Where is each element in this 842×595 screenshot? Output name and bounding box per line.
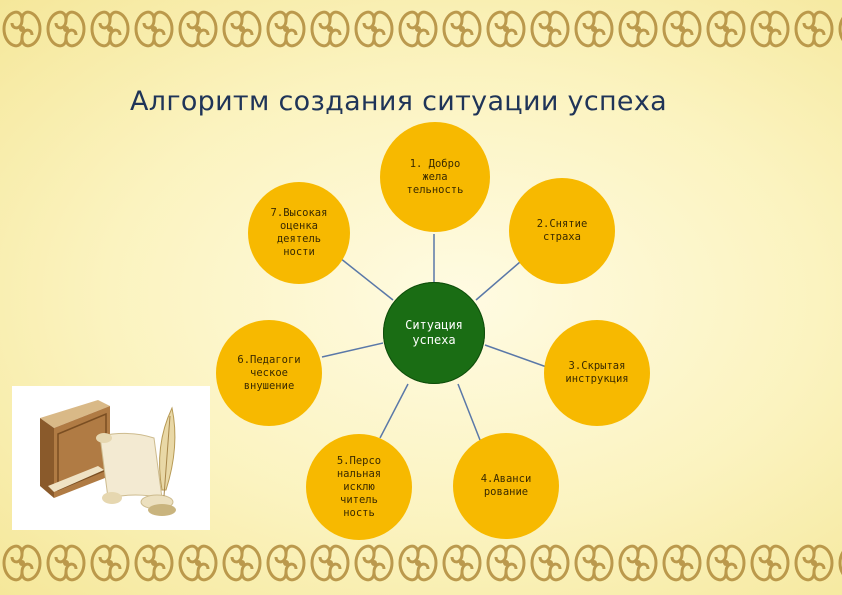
node-1-benevolence: 1. Добро жела тельность [380,122,490,232]
connector-4 [457,383,481,441]
node-2-fear-removal: 2.Снятие страха [509,178,615,284]
page-title: Алгоритм создания ситуации успеха [130,86,667,117]
ornament-border-bottom [0,534,842,592]
center-node-success-situation: Ситуация успеха [383,282,485,384]
connector-2 [475,261,521,301]
ornament-border-top [0,0,842,58]
node-6-pedagogical-suggestion: 6.Педагоги ческое внушение [216,320,322,426]
node-7-high-evaluation: 7.Высокая оценка деятель ности [248,182,350,284]
node-4-advance: 4.Аванси рование [453,433,559,539]
node-3-label: 3.Скрытая инструкция [565,360,629,385]
node-5-label: 5.Персо нальная исклю читель ность [336,454,382,519]
connector-5 [379,383,409,439]
node-2-label: 2.Снятие страха [536,218,588,243]
node-1-label: 1. Добро жела тельность [406,157,464,196]
node-4-label: 4.Аванси рование [480,473,532,498]
book-and-quill-icon [40,400,176,516]
node-7-label: 7.Высокая оценка деятель ности [270,207,328,258]
connector-3 [484,344,556,371]
node-3-hidden-instruction: 3.Скрытая инструкция [544,320,650,426]
node-6-label: 6.Педагоги ческое внушение [237,353,301,392]
connector-6 [321,342,384,358]
book-illustration-panel [12,386,210,530]
node-5-exclusivity: 5.Персо нальная исклю читель ность [306,434,412,540]
center-node-label: Ситуация успеха [405,318,463,347]
connector-7 [339,257,394,301]
